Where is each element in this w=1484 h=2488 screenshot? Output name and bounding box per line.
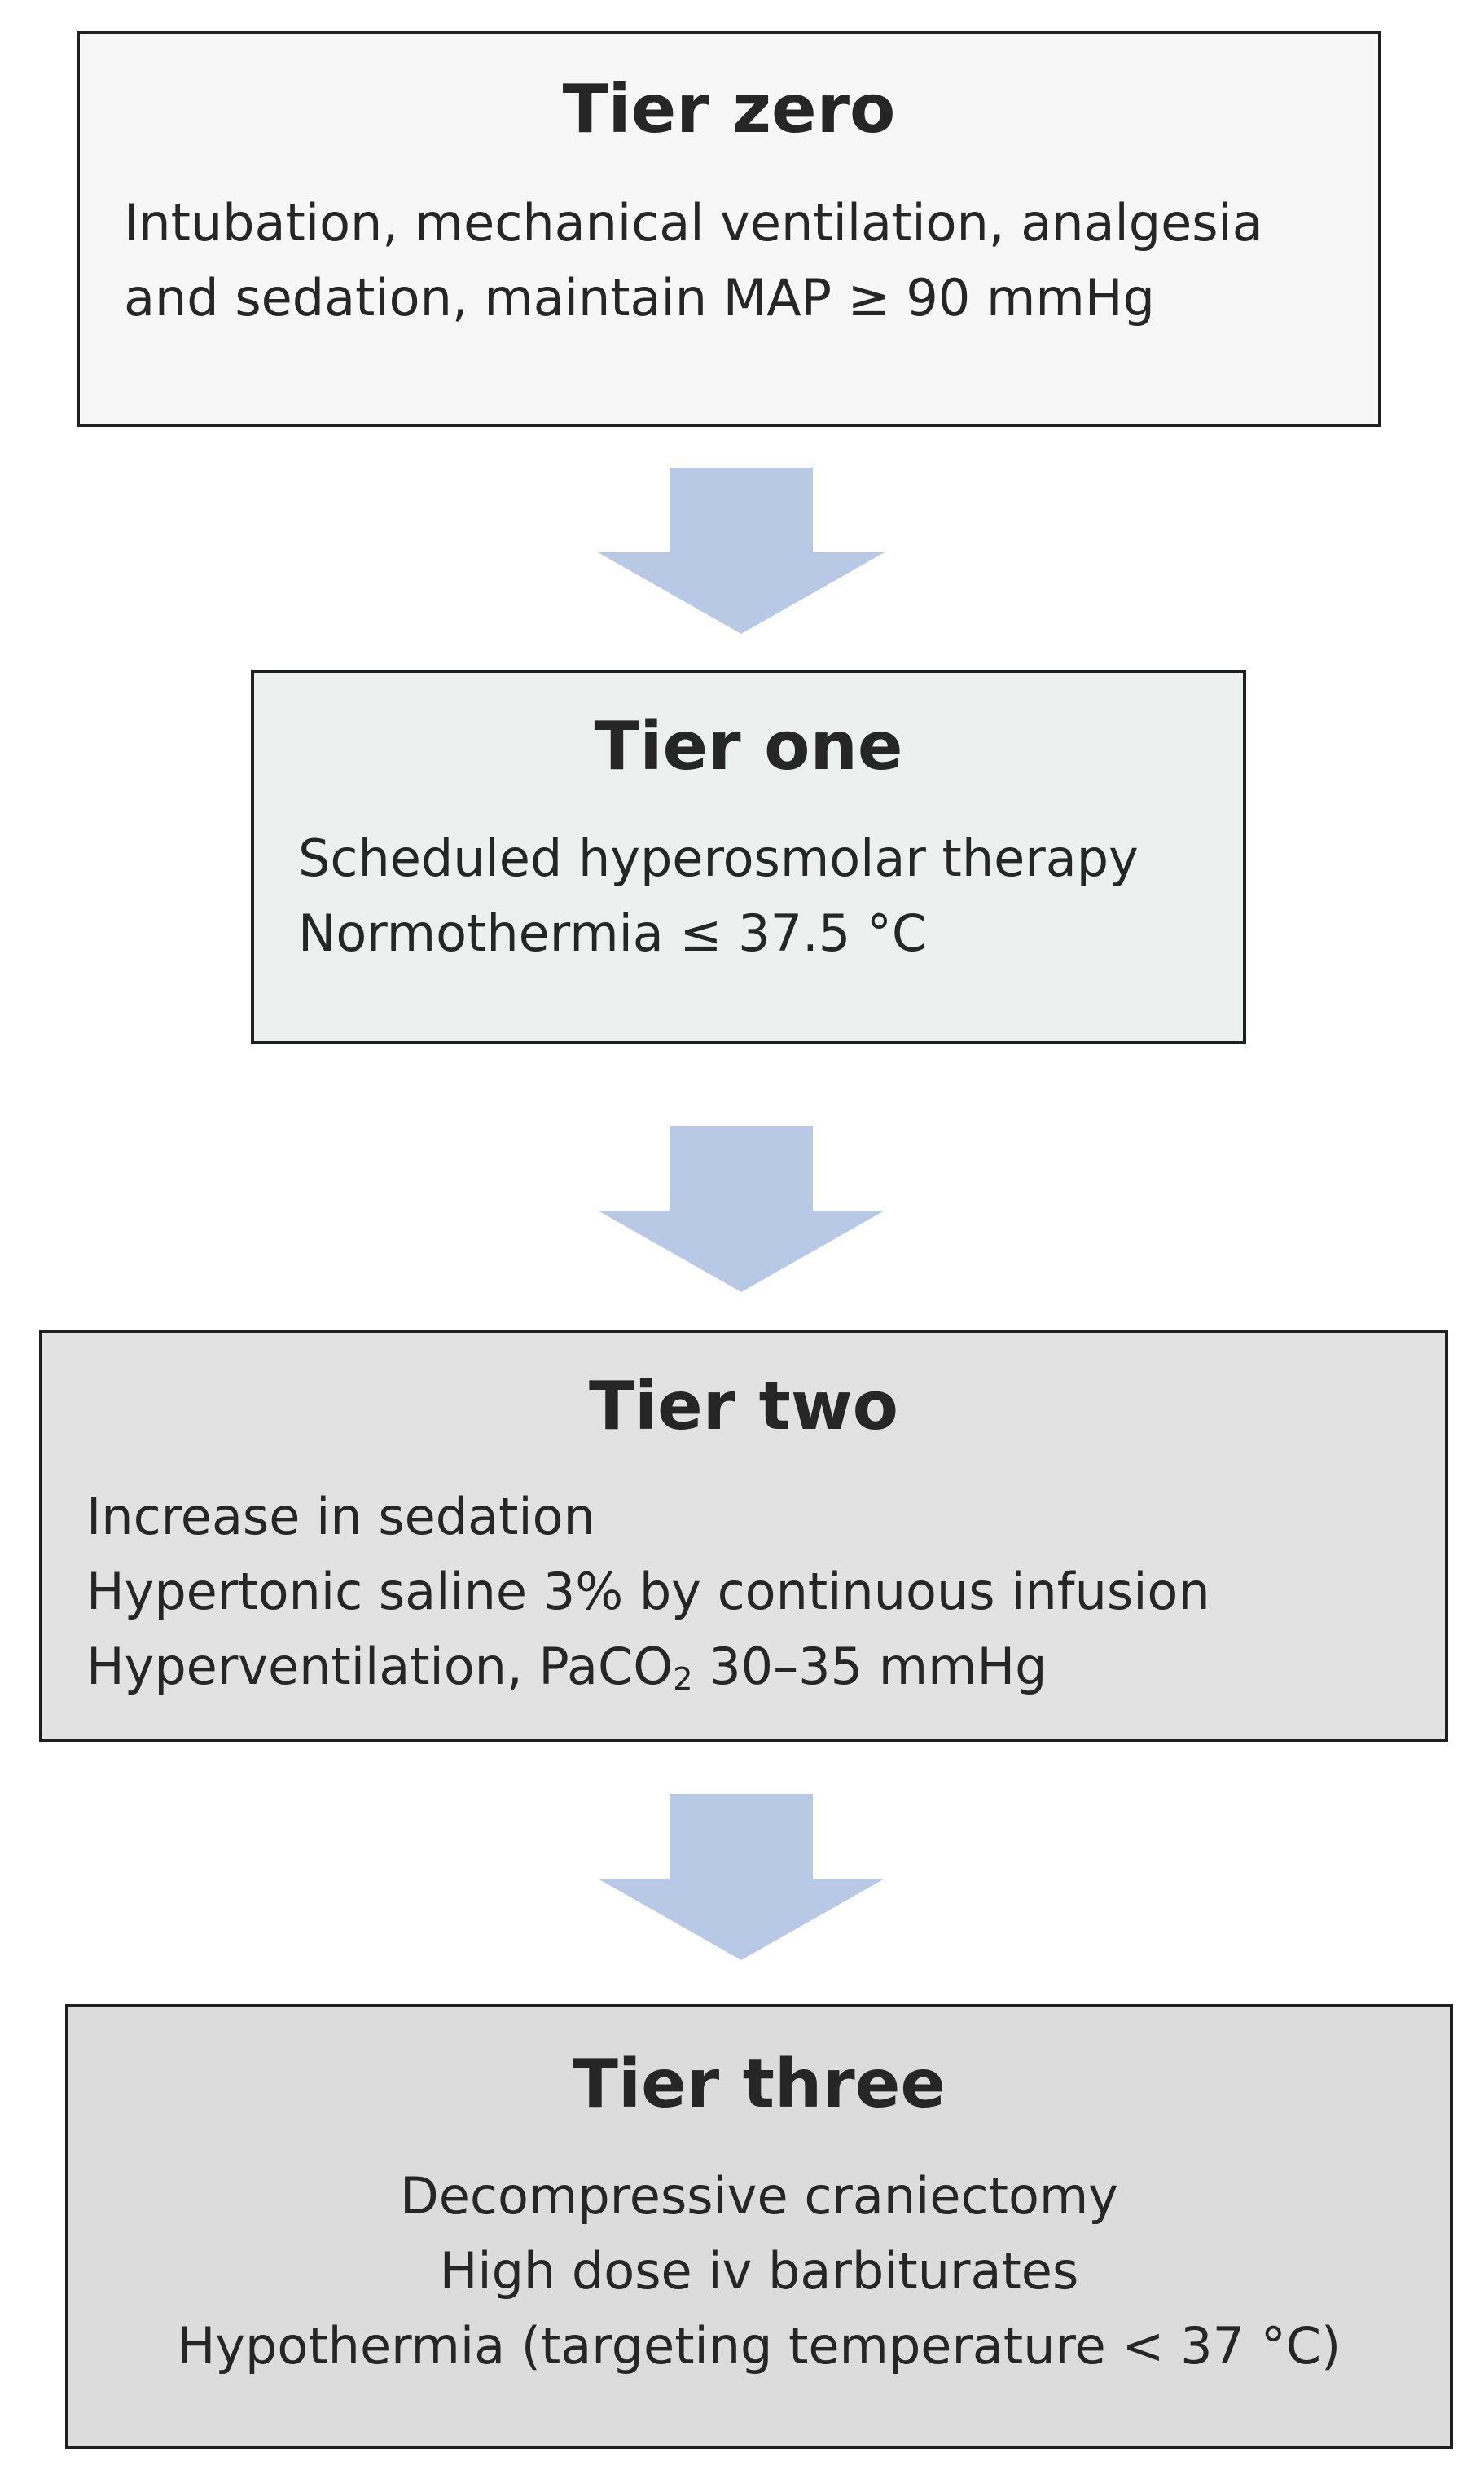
tier-three-body: Decompressive craniectomy High dose iv b…	[68, 2159, 1450, 2384]
paco2-suffix: 30–35 mmHg	[692, 1637, 1047, 1696]
tier-one-box: Tier one Scheduled hyperosmolar therapy …	[251, 670, 1246, 1044]
tier-one-line: Normothermia ≤ 37.5 °C	[298, 903, 928, 963]
down-arrow-icon	[598, 468, 885, 634]
tier-three-line: High dose iv barbiturates	[439, 2241, 1079, 2301]
paco2-subscript: 2	[673, 1660, 693, 1698]
paco2-prefix: Hyperventilation, PaCO	[86, 1637, 674, 1696]
tier-zero-body: Intubation, mechanical ventilation, anal…	[124, 186, 1362, 336]
tier-one-body: Scheduled hyperosmolar therapy Normother…	[298, 821, 1227, 971]
tier-three-line: Hypothermia (targeting temperature < 37 …	[177, 2316, 1341, 2376]
tier-three-line: Decompressive craniectomy	[400, 2166, 1118, 2226]
tier-three-title: Tier three	[573, 2046, 946, 2123]
down-arrow-icon	[598, 1794, 885, 1960]
tier-zero-line: Intubation, mechanical ventilation, anal…	[124, 193, 1263, 253]
tier-zero-line: and sedation, maintain MAP ≥ 90 mmHg	[124, 268, 1155, 327]
tier-three-box: Tier three Decompressive craniectomy Hig…	[65, 2004, 1453, 2449]
tier-two-body: Increase in sedation Hypertonic saline 3…	[86, 1479, 1429, 1704]
tier-one-title: Tier one	[594, 708, 903, 785]
tier-one-line: Scheduled hyperosmolar therapy	[298, 829, 1139, 888]
tier-two-line-paco2: Hyperventilation, PaCO2 30–35 mmHg	[86, 1629, 1429, 1704]
tier-zero-box: Tier zero Intubation, mechanical ventila…	[77, 31, 1381, 427]
tier-two-box: Tier two Increase in sedation Hypertonic…	[39, 1330, 1448, 1742]
tier-two-line: Increase in sedation	[86, 1487, 595, 1546]
tier-two-title: Tier two	[589, 1368, 898, 1445]
down-arrow-icon	[598, 1126, 885, 1292]
tier-two-line: Hypertonic saline 3% by continuous infus…	[86, 1562, 1210, 1621]
tier-zero-title: Tier zero	[562, 71, 896, 148]
